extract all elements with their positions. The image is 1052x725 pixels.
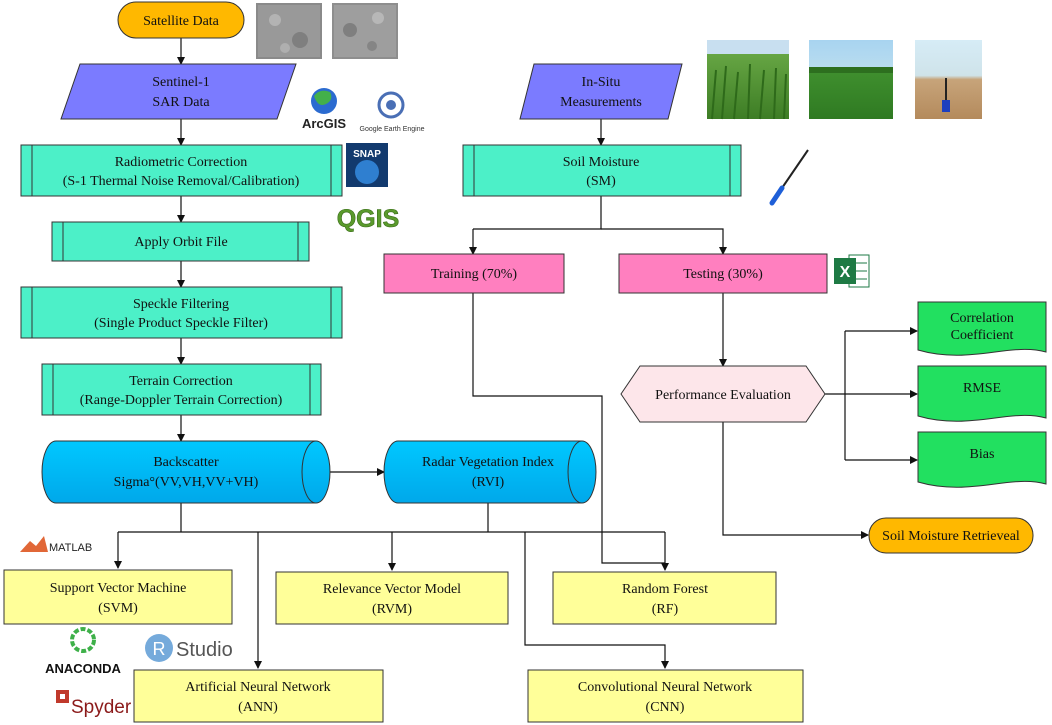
testing-node: Testing (30%) — [618, 253, 828, 294]
retrieval-label: Soil Moisture Retrieveal — [882, 529, 1020, 544]
arcgis-logo: ArcGIS — [302, 88, 346, 131]
performance-label: Performance Evaluation — [655, 388, 791, 403]
cnn-line2: (CNN) — [646, 700, 685, 715]
qgis-text: QGIS — [337, 205, 400, 233]
rvi-line1: Radar Vegetation Index — [422, 455, 554, 470]
training-label: Training (70%) — [431, 267, 518, 282]
backscatter-line2: Sigma°(VV,VH,VV+VH) — [114, 475, 259, 490]
gee-text: Google Earth Engine — [360, 126, 425, 133]
qgis-logo: QGIS — [336, 205, 400, 234]
testing-label: Testing (30%) — [683, 267, 763, 282]
in-situ-line2: Measurements — [560, 95, 642, 110]
arcgis-text: ArcGIS — [302, 116, 346, 131]
anaconda-text: ANACONDA — [45, 661, 121, 676]
snap-text: SNAP — [353, 149, 381, 160]
training-node: Training (70%) — [383, 253, 565, 294]
radiometric-correction-node: Radiometric Correction (S-1 Thermal Nois… — [20, 144, 343, 197]
arrow-eval-to-retrieval — [722, 422, 869, 539]
terrain-line1: Terrain Correction — [129, 374, 233, 389]
apply-orbit-node: Apply Orbit File — [51, 221, 310, 262]
speckle-line2: (Single Product Speckle Filter) — [94, 316, 268, 331]
rvm-line2: (RVM) — [372, 602, 412, 617]
connector-sm-split — [473, 196, 602, 230]
rf-line1: Random Forest — [622, 582, 708, 597]
bias-label: Bias — [970, 447, 995, 462]
svm-node: Support Vector Machine (SVM) — [3, 569, 233, 625]
apply-orbit-label: Apply Orbit File — [134, 235, 227, 250]
sentinel1-node: Sentinel-1 SAR Data — [60, 63, 297, 120]
connector-training-down — [472, 293, 665, 564]
soil-moisture-node: Soil Moisture (SM) — [462, 144, 742, 197]
field-photo-soil — [915, 40, 982, 119]
soil-moisture-line2: (SM) — [586, 174, 616, 189]
snap-logo: SNAP — [346, 143, 388, 187]
soil-moisture-retrieval-node: Soil Moisture Retrieveal — [868, 517, 1034, 554]
bias-output-node: Bias — [917, 431, 1047, 488]
rstudio-text: Studio — [176, 639, 233, 661]
correlation-line1: Correlation — [950, 311, 1014, 326]
satellite-data-node: Satellite Data — [117, 1, 245, 39]
google-earth-engine-logo: Google Earth Engine — [360, 91, 425, 133]
ann-node: Artificial Neural Network (ANN) — [133, 669, 384, 723]
field-photo-crop — [707, 40, 789, 120]
anaconda-logo: ANACONDA — [45, 627, 122, 676]
matlab-logo: MATLAB — [20, 536, 92, 554]
satellite-data-label: Satellite Data — [143, 14, 220, 29]
performance-evaluation-node: Performance Evaluation — [620, 365, 826, 423]
speckle-line1: Speckle Filtering — [133, 297, 229, 312]
rmse-label: RMSE — [963, 381, 1001, 396]
sentinel1-line2: SAR Data — [152, 95, 210, 110]
correlation-line2: Coefficient — [951, 328, 1014, 343]
rstudio-logo: R Studio — [145, 634, 233, 662]
matlab-text: MATLAB — [49, 542, 92, 554]
in-situ-node: In-Situ Measurements — [519, 63, 683, 120]
rf-node: Random Forest (RF) — [552, 571, 777, 625]
speckle-filtering-node: Speckle Filtering (Single Product Speckl… — [20, 286, 343, 339]
svm-line1: Support Vector Machine — [50, 581, 187, 596]
cnn-node: Convolutional Neural Network (CNN) — [527, 669, 804, 723]
radiometric-line1: Radiometric Correction — [115, 155, 248, 170]
ann-line2: (ANN) — [238, 700, 278, 715]
sar-image-1 — [256, 3, 322, 59]
svm-line2: (SVM) — [98, 601, 138, 616]
excel-text: X — [840, 264, 851, 281]
rvm-node: Relevance Vector Model (RVM) — [275, 571, 509, 625]
terrain-line2: (Range-Doppler Terrain Correction) — [80, 393, 283, 408]
radiometric-line2: (S-1 Thermal Noise Removal/Calibration) — [63, 174, 300, 189]
sar-image-2 — [332, 3, 398, 59]
rmse-output-node: RMSE — [917, 365, 1047, 422]
in-situ-line1: In-Situ — [582, 75, 621, 90]
spyder-text: Spyder — [71, 697, 132, 718]
arrow-to-testing — [601, 228, 727, 255]
rstudio-r-text: R — [153, 639, 166, 659]
rvi-node: Radar Vegetation Index (RVI) — [383, 440, 597, 504]
rvi-line2: (RVI) — [472, 475, 505, 490]
backscatter-line1: Backscatter — [153, 455, 219, 470]
sentinel1-line1: Sentinel-1 — [152, 75, 210, 90]
soil-probe-icon — [769, 149, 809, 206]
terrain-correction-node: Terrain Correction (Range-Doppler Terrai… — [41, 363, 322, 416]
arrow-to-cnn — [524, 532, 669, 669]
ann-line1: Artificial Neural Network — [185, 680, 330, 695]
cnn-line1: Convolutional Neural Network — [578, 680, 752, 695]
spyder-logo: Spyder — [56, 690, 132, 718]
backscatter-node: Backscatter Sigma°(VV,VH,VV+VH) — [41, 440, 331, 504]
rvm-line1: Relevance Vector Model — [323, 582, 461, 597]
soil-moisture-line1: Soil Moisture — [563, 155, 640, 170]
excel-icon: X — [834, 254, 870, 288]
rf-line2: (RF) — [652, 602, 679, 617]
correlation-output-node: Correlation Coefficient — [917, 301, 1047, 356]
connectors — [114, 38, 918, 669]
field-photo-green — [809, 40, 893, 119]
